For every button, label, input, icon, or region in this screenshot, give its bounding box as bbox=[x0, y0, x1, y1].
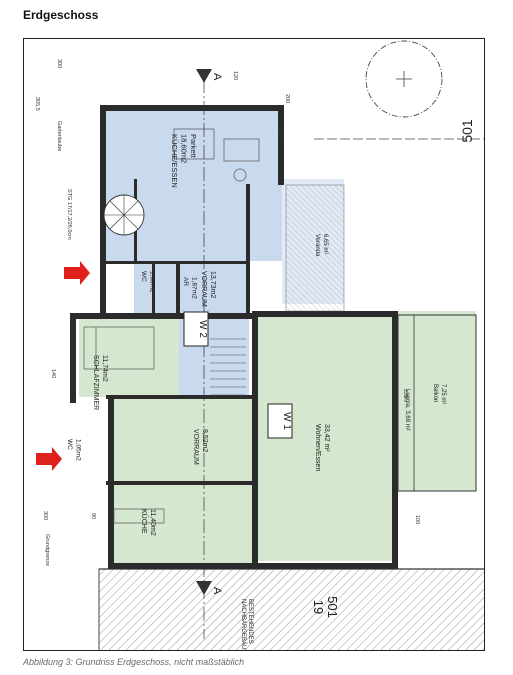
tree-symbol bbox=[365, 40, 443, 118]
dimension-label: 305,5 bbox=[34, 97, 40, 111]
dimension-label: 90 bbox=[90, 513, 96, 519]
figure-caption: Abbildung 3: Grundriss Erdgeschoss, nich… bbox=[23, 657, 245, 667]
parcel-number-bottom: 50119 bbox=[311, 596, 340, 618]
balkon-area bbox=[397, 314, 477, 492]
dimension-label: 220 bbox=[402, 389, 408, 398]
straight-stair bbox=[210, 338, 246, 396]
label-gartenlaube: Gartenlaube bbox=[56, 121, 62, 151]
unit-w1-badge: W 1 bbox=[281, 412, 292, 430]
veranda-area bbox=[285, 184, 345, 312]
section-mark-bottom: A bbox=[211, 587, 223, 595]
dimension-label: 120 bbox=[232, 71, 238, 80]
section-mark-top: A bbox=[211, 73, 223, 81]
floor-plan: W 2 W 1 501 50119 A A KÜCHE/ESSEN18,60m2… bbox=[34, 40, 484, 650]
walls bbox=[70, 105, 398, 569]
dimension-label: 220 bbox=[277, 131, 283, 140]
spiral-stair bbox=[103, 194, 145, 236]
unit-w2-badge: W 2 bbox=[197, 320, 208, 338]
unit-w2-badge-box bbox=[183, 311, 209, 347]
kitchen-furniture bbox=[113, 128, 260, 524]
dimension-labels: 300 305,5 120 200 220 140 220 300 100 90 bbox=[34, 59, 420, 524]
entrance-arrow-top bbox=[64, 261, 90, 285]
parcel-number-top: 501 bbox=[459, 119, 475, 143]
unit-w1-badge-box bbox=[267, 403, 293, 439]
floor-plan-frame: W 2 W 1 501 50119 A A KÜCHE/ESSEN18,60m2… bbox=[23, 38, 485, 651]
label-neighbour-building: BESTEHENDESNACHBARGEBÄUDE bbox=[240, 599, 253, 650]
section-line bbox=[196, 69, 212, 639]
dimension-label: 100 bbox=[414, 515, 420, 524]
room-label-loggia: Loggia, 3,68 m² bbox=[404, 389, 410, 431]
dimension-label: 300 bbox=[42, 511, 48, 520]
label-stairs: STG 17/17,2/26,0cm bbox=[66, 189, 72, 240]
page-heading: Erdgeschoss bbox=[23, 8, 99, 22]
dimension-label: 140 bbox=[50, 369, 56, 378]
dimension-label: 300 bbox=[56, 59, 62, 68]
neighbour-building bbox=[98, 568, 484, 650]
room-label-kueche-essen: KÜCHE/ESSEN18,60m2Parkett bbox=[170, 134, 198, 188]
entrance-arrow-bottom bbox=[36, 447, 62, 471]
dimension-label: 200 bbox=[284, 94, 290, 103]
label-grundgrenze: Grundgrenze bbox=[44, 534, 50, 566]
bed bbox=[83, 326, 155, 370]
